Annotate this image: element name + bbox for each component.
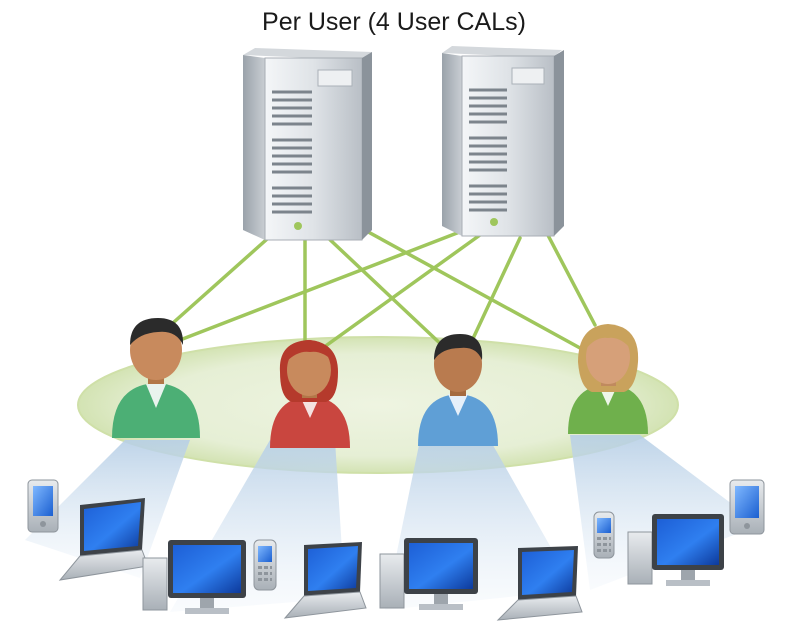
phone-device-2 — [593, 511, 615, 559]
phone-device-1 — [253, 539, 277, 591]
user-3-avatar — [418, 334, 498, 446]
laptop-device-1 — [58, 498, 149, 581]
server-1 — [243, 48, 372, 241]
user-1-avatar — [112, 318, 200, 438]
desktop-device-3 — [627, 514, 724, 586]
desktop-device-2 — [379, 538, 478, 610]
server-2 — [442, 46, 564, 237]
user-group-ellipse — [77, 336, 679, 474]
user-4-avatar — [568, 324, 648, 434]
connection-lines — [163, 218, 597, 352]
pda-device-2 — [729, 479, 765, 535]
desktop-device-1 — [142, 540, 246, 614]
diagram-title: Per User (4 User CALs) — [262, 8, 526, 36]
pda-device-1 — [27, 479, 59, 533]
laptop-device-2 — [283, 542, 367, 619]
laptop-device-3 — [496, 546, 583, 621]
beam-user-4 — [570, 435, 760, 590]
user-2-avatar — [270, 340, 350, 448]
